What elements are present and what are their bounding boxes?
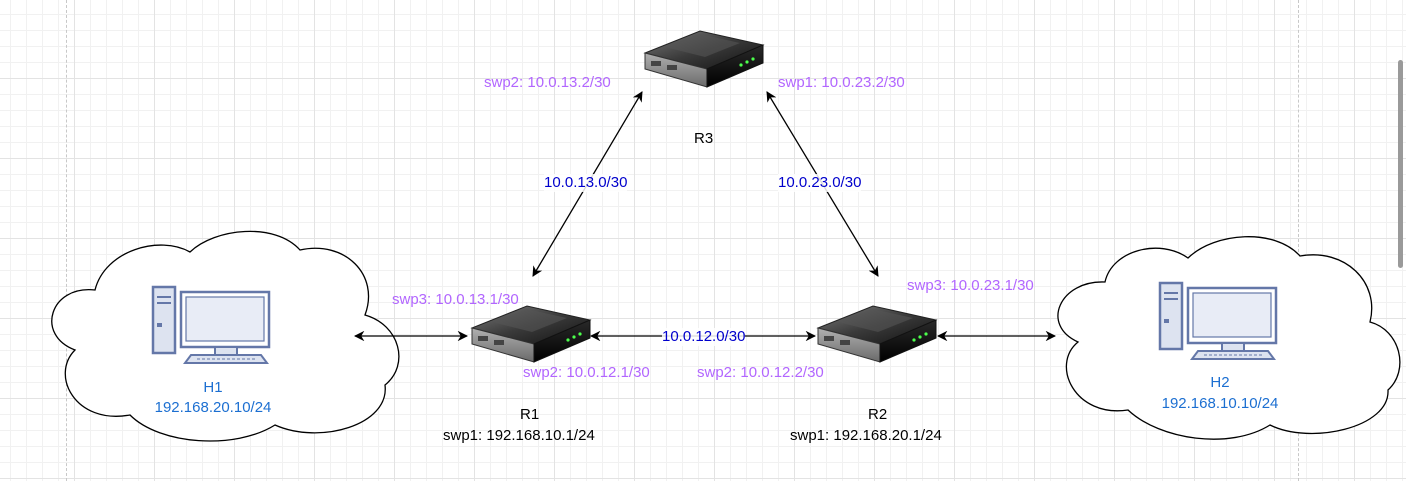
r2-name-label: R2 — [868, 406, 888, 423]
r2-swp1-label: swp1: 192.168.20.1/24 — [790, 427, 942, 444]
link-r1-r2-subnet-label: 10.0.12.0/30 — [662, 328, 746, 346]
router-r2-icon[interactable] — [817, 305, 937, 363]
link-r1-r3-subnet-label: 10.0.13.0/30 — [544, 174, 628, 192]
router-r3-icon[interactable] — [644, 30, 764, 88]
r1-swp3-label: swp3: 10.0.13.1/30 — [392, 291, 519, 308]
r1-swp1-label: swp1: 192.168.10.1/24 — [443, 427, 595, 444]
h2-name-label: H2 — [1210, 374, 1230, 391]
page-boundary-left — [66, 0, 67, 481]
r3-swp1-label: swp1: 10.0.23.2/30 — [778, 74, 905, 91]
page-boundary-right — [1298, 0, 1299, 481]
r1-name-label: R1 — [520, 406, 540, 423]
h1-ip-label: 192.168.20.10/24 — [154, 399, 272, 416]
r2-swp2-label: swp2: 10.0.12.2/30 — [697, 364, 824, 381]
r3-swp2-label: swp2: 10.0.13.2/30 — [484, 74, 611, 91]
h2-ip-label: 192.168.10.10/24 — [1161, 395, 1279, 412]
link-r2-r3-subnet-label: 10.0.23.0/30 — [778, 174, 862, 192]
router-r1-icon[interactable] — [471, 305, 591, 363]
h1-name-label: H1 — [203, 379, 223, 396]
r1-swp2-label: swp2: 10.0.12.1/30 — [523, 364, 650, 381]
vertical-scrollbar[interactable] — [1398, 60, 1403, 268]
r3-name-label: R3 — [694, 130, 714, 147]
r2-swp3-label: swp3: 10.0.23.1/30 — [907, 277, 1034, 294]
